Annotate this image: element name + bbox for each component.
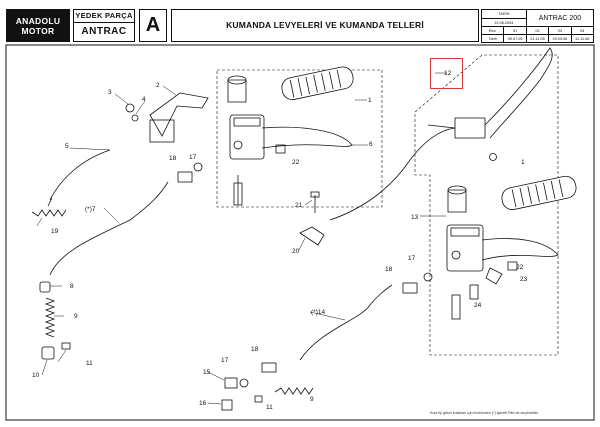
sheet-border — [5, 44, 595, 421]
spring-19 — [31, 209, 67, 217]
part-10 — [41, 346, 55, 360]
cable-5 — [49, 149, 111, 201]
brand-line-1: ANADOLU — [15, 15, 61, 26]
part-24 — [469, 284, 479, 300]
callout-12: 12 — [444, 70, 452, 77]
callout-14: (*)14 — [311, 309, 326, 316]
callout-11-left: 11 — [86, 360, 93, 367]
spring-9-bottom — [274, 387, 314, 395]
part-15 — [224, 377, 238, 389]
callout-7: (*)7 — [85, 206, 96, 213]
part-8 — [39, 281, 51, 293]
callout-9-bottom: 9 — [310, 396, 314, 403]
callout-20: 20 — [292, 248, 300, 255]
callout-22-right: 22 — [516, 264, 524, 271]
callout-17-right: 17 — [408, 255, 416, 262]
footnote: Kısa tip gidon kulakları için levlelerde… — [430, 411, 539, 415]
brand-logo: ANADOLU MOTOR — [6, 9, 70, 42]
thumb-throttle — [125, 92, 209, 143]
part-22-right — [507, 261, 518, 271]
part-22-left — [275, 144, 286, 154]
callout-3: 3 — [108, 89, 112, 96]
callout-15: 15 — [203, 369, 211, 376]
part-17-left — [193, 162, 203, 172]
callout-1-top: 1 — [368, 97, 372, 104]
sheet-letter: A — [139, 9, 167, 42]
cable-7 — [49, 181, 169, 276]
callout-6: 6 — [369, 141, 373, 148]
grip-top — [281, 66, 354, 101]
callout-23: 23 — [520, 276, 528, 283]
callout-19: 19 — [51, 228, 59, 235]
callout-11-bottom: 11 — [266, 404, 273, 411]
callout-22-left: 22 — [292, 159, 300, 166]
left-master-cylinder — [227, 75, 353, 206]
callout-21: 21 — [295, 202, 303, 209]
callout-2: 2 — [156, 82, 160, 89]
callout-9-left: 9 — [74, 313, 78, 320]
page-title: KUMANDA LEVYELERİ VE KUMANDA TELLERİ — [171, 9, 479, 42]
callout-13: 13 — [411, 214, 419, 221]
part-17-right — [423, 272, 433, 282]
model-label: ANTRAC — [81, 26, 127, 37]
callout-8: 8 — [70, 283, 74, 290]
callout-1-bottom: 1 — [521, 159, 525, 166]
bracket-20 — [299, 226, 325, 246]
part-23 — [485, 267, 503, 285]
spring-9-left — [44, 297, 56, 338]
throttle-cable — [329, 127, 456, 221]
date-row-label: Tarih — [480, 34, 505, 43]
revision-table: TARİH ANTRAC 200 22.06.2004 Rev. 01 02 0… — [480, 9, 595, 43]
part-18-bottom — [261, 362, 277, 373]
right-lever-group-frame — [414, 54, 559, 356]
part-18-right — [402, 282, 418, 294]
callout-18-right: 18 — [385, 266, 393, 273]
cable-14 — [299, 284, 393, 361]
callout-24: 24 — [474, 302, 482, 309]
part-17-bottom — [239, 378, 249, 388]
part-11-bottom — [254, 395, 263, 403]
section-box: YEDEK PARÇA ANTRAC — [73, 9, 135, 42]
part-18-left — [177, 171, 193, 183]
callout-5: 5 — [65, 143, 69, 150]
rev-date-04: 11.11.06 — [570, 34, 595, 43]
highlight-part-12 — [430, 58, 463, 89]
section-label: YEDEK PARÇA — [74, 10, 134, 23]
right-master-cylinder — [446, 185, 559, 320]
part-16 — [221, 399, 233, 411]
callout-10: 10 — [32, 372, 40, 379]
brand-line-2: MOTOR — [21, 25, 55, 36]
part-11-left — [61, 342, 71, 350]
callout-18-bottom: 18 — [251, 346, 259, 353]
callout-17-bottom: 17 — [221, 357, 229, 364]
callout-4: 4 — [142, 96, 146, 103]
callout-18-left: 18 — [169, 155, 177, 162]
callout-16: 16 — [199, 400, 207, 407]
grip-bottom — [501, 175, 577, 211]
right-top-lever — [427, 47, 553, 161]
callout-17-left: 17 — [189, 154, 197, 161]
